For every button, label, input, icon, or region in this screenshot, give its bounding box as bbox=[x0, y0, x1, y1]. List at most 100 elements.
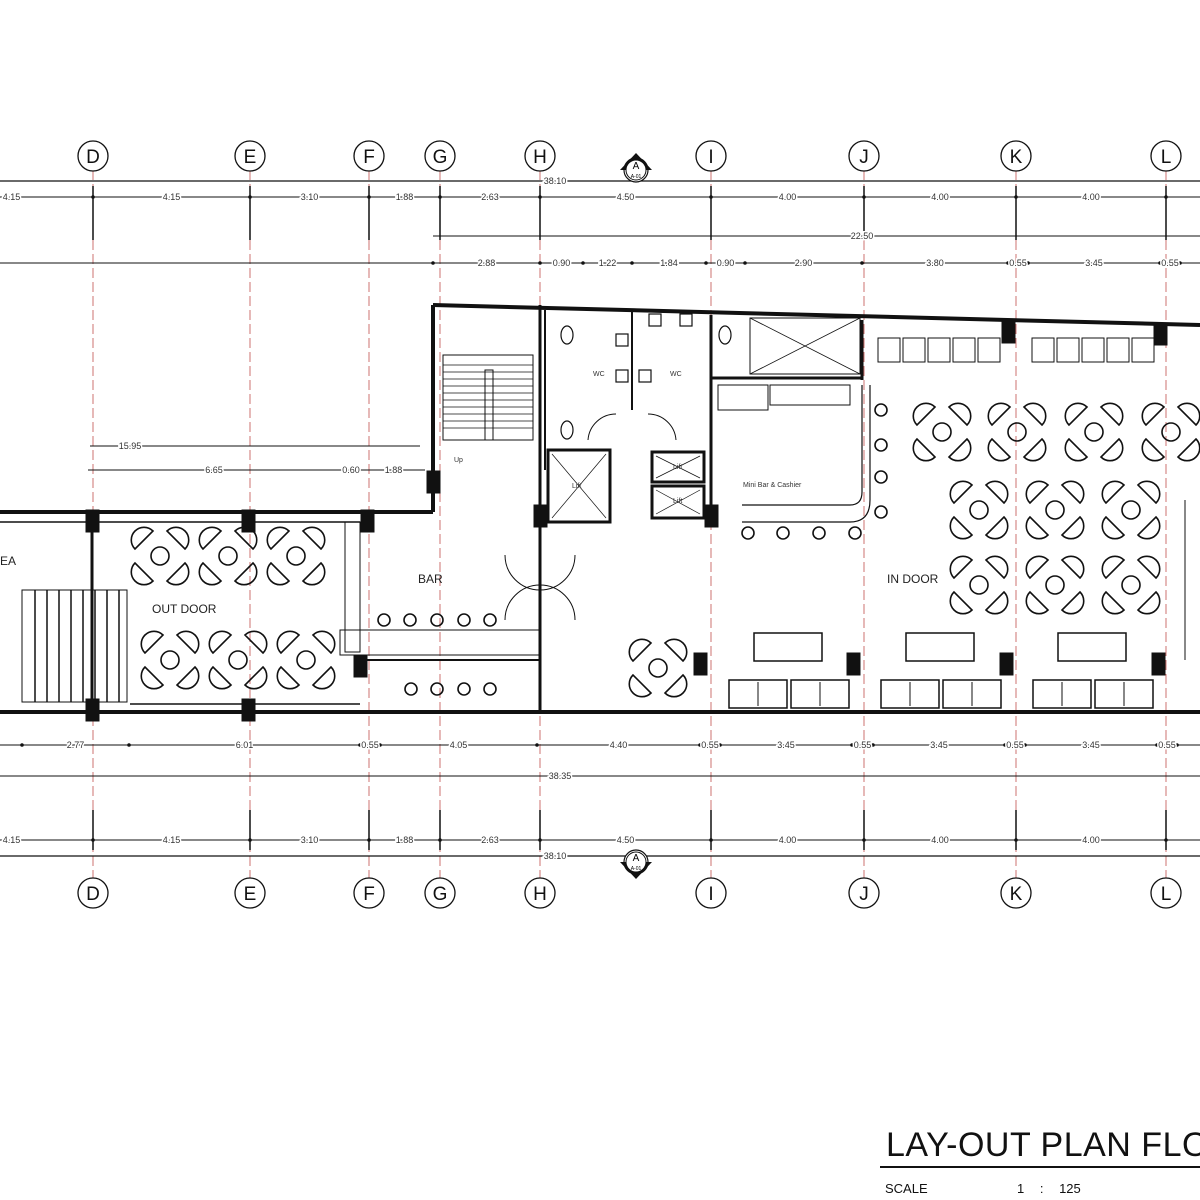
chair bbox=[1141, 402, 1166, 427]
lift-cross bbox=[655, 455, 701, 479]
chair bbox=[1060, 515, 1085, 540]
furniture bbox=[130, 402, 1200, 709]
scale-label: SCALE bbox=[885, 1181, 928, 1196]
chair bbox=[243, 665, 268, 690]
dim-bottom-row-value: 4.00 bbox=[1082, 835, 1100, 845]
structural-column bbox=[704, 504, 719, 528]
toilet bbox=[560, 325, 574, 345]
sofa bbox=[1094, 679, 1154, 709]
stair-up-label: Up bbox=[454, 457, 463, 464]
section-marker-inner bbox=[625, 851, 647, 873]
dim-bottom-row-tick bbox=[1014, 838, 1018, 842]
dim-top-row-tick bbox=[862, 195, 866, 199]
dim-top-row-value: 4.15 bbox=[3, 192, 21, 202]
structural-column bbox=[1001, 320, 1016, 344]
structural-column bbox=[1151, 652, 1166, 676]
dim-top-row-tick bbox=[1164, 195, 1168, 199]
bar-stool bbox=[848, 526, 862, 540]
dim-top-inner-row-tick bbox=[743, 261, 747, 265]
dim-bottom-row-value: 2.63 bbox=[481, 835, 499, 845]
grid-bubble-K bbox=[1000, 877, 1032, 909]
booth-seat bbox=[1056, 337, 1080, 363]
bar-stool bbox=[874, 438, 888, 452]
chair bbox=[947, 437, 972, 462]
dim-bottom-row-value: 4.50 bbox=[617, 835, 635, 845]
chair bbox=[1136, 480, 1161, 505]
grid-label-H: H bbox=[533, 147, 547, 168]
grid-label-K: K bbox=[1010, 147, 1023, 168]
dim-bottom-row-tick bbox=[709, 838, 713, 842]
wash-basin bbox=[679, 313, 693, 327]
room-label-wc-left: WC bbox=[593, 371, 605, 378]
coffee-table bbox=[753, 632, 823, 662]
grid-label-G: G bbox=[433, 884, 448, 905]
chair bbox=[984, 480, 1009, 505]
dim-bottom-inner-row-tick bbox=[20, 743, 24, 747]
dim-mid-overall-value: 15.95 bbox=[119, 441, 142, 451]
grid-label-E: E bbox=[244, 147, 257, 168]
dim-bottom-row-value: 3.10 bbox=[301, 835, 319, 845]
grid-label-I: I bbox=[708, 884, 713, 905]
grid-bubble-L bbox=[1150, 877, 1182, 909]
back-bar-shelf bbox=[769, 384, 851, 406]
chair bbox=[1060, 555, 1085, 580]
dim-top-inner-row-value: 0.90 bbox=[553, 258, 571, 268]
lift-cross bbox=[655, 489, 701, 515]
chair bbox=[311, 630, 336, 655]
chair bbox=[949, 515, 974, 540]
chair bbox=[1176, 437, 1200, 462]
table-round bbox=[228, 650, 248, 670]
bar-stool bbox=[812, 526, 826, 540]
dim-top-inner-row-tick bbox=[630, 261, 634, 265]
chair bbox=[1022, 437, 1047, 462]
dim-bottom-inner-row-value: 3.45 bbox=[777, 740, 795, 750]
chair bbox=[949, 590, 974, 615]
structural-column bbox=[241, 509, 256, 533]
bar-stool bbox=[483, 682, 497, 696]
chair bbox=[1136, 555, 1161, 580]
toilet bbox=[560, 420, 574, 440]
dim-bottom-inner-row-value: 4.40 bbox=[610, 740, 628, 750]
dim-bottom-inner-row-value: 2.77 bbox=[67, 740, 85, 750]
dim-bottom-row-tick bbox=[862, 838, 866, 842]
dim-top-inner-row-tick bbox=[431, 261, 435, 265]
dim-bottom-inner-row-value: 0.55 bbox=[361, 740, 379, 750]
chair bbox=[175, 630, 200, 655]
dim-top-inner-row-tick bbox=[1006, 261, 1010, 265]
room-label-indoor: IN DOOR bbox=[887, 572, 939, 586]
section-marker-letter: A bbox=[633, 161, 640, 172]
table-round bbox=[648, 658, 668, 678]
dim-bottom-inner-row-value: 3.45 bbox=[1082, 740, 1100, 750]
chair bbox=[175, 665, 200, 690]
grid-bubble-E bbox=[234, 877, 266, 909]
booth-seat bbox=[1106, 337, 1130, 363]
bar-stool bbox=[430, 613, 444, 627]
dim-top-inner-row-tick bbox=[1178, 261, 1182, 265]
table-round bbox=[1121, 575, 1141, 595]
bar-stool bbox=[874, 505, 888, 519]
dim-top-row-value: 4.15 bbox=[163, 192, 181, 202]
section-marker-sheet: A-01 bbox=[631, 866, 642, 872]
dim-top-inner-row-tick bbox=[538, 261, 542, 265]
dim-top-row-tick bbox=[1014, 195, 1018, 199]
grid-bubble-L bbox=[1150, 140, 1182, 172]
chair bbox=[1025, 515, 1050, 540]
chair bbox=[198, 526, 223, 551]
table-round bbox=[969, 575, 989, 595]
grid-label-F: F bbox=[363, 147, 375, 168]
mini-bar-counter bbox=[742, 385, 871, 523]
room-label-area: EA bbox=[0, 554, 16, 568]
chair bbox=[266, 561, 291, 586]
dim-top-inner-row-tick bbox=[1158, 261, 1162, 265]
grid-bubble-I bbox=[695, 140, 727, 172]
bar-stool bbox=[430, 682, 444, 696]
booth-seat bbox=[1081, 337, 1105, 363]
dim-top-inner-row-tick bbox=[860, 261, 864, 265]
structural-column bbox=[85, 509, 100, 533]
grid-bubble-F bbox=[353, 140, 385, 172]
grid-label-I: I bbox=[708, 147, 713, 168]
dim-bottom-inner-row-tick bbox=[378, 743, 382, 747]
booth-seat bbox=[1131, 337, 1155, 363]
grid-bubble-E bbox=[234, 140, 266, 172]
